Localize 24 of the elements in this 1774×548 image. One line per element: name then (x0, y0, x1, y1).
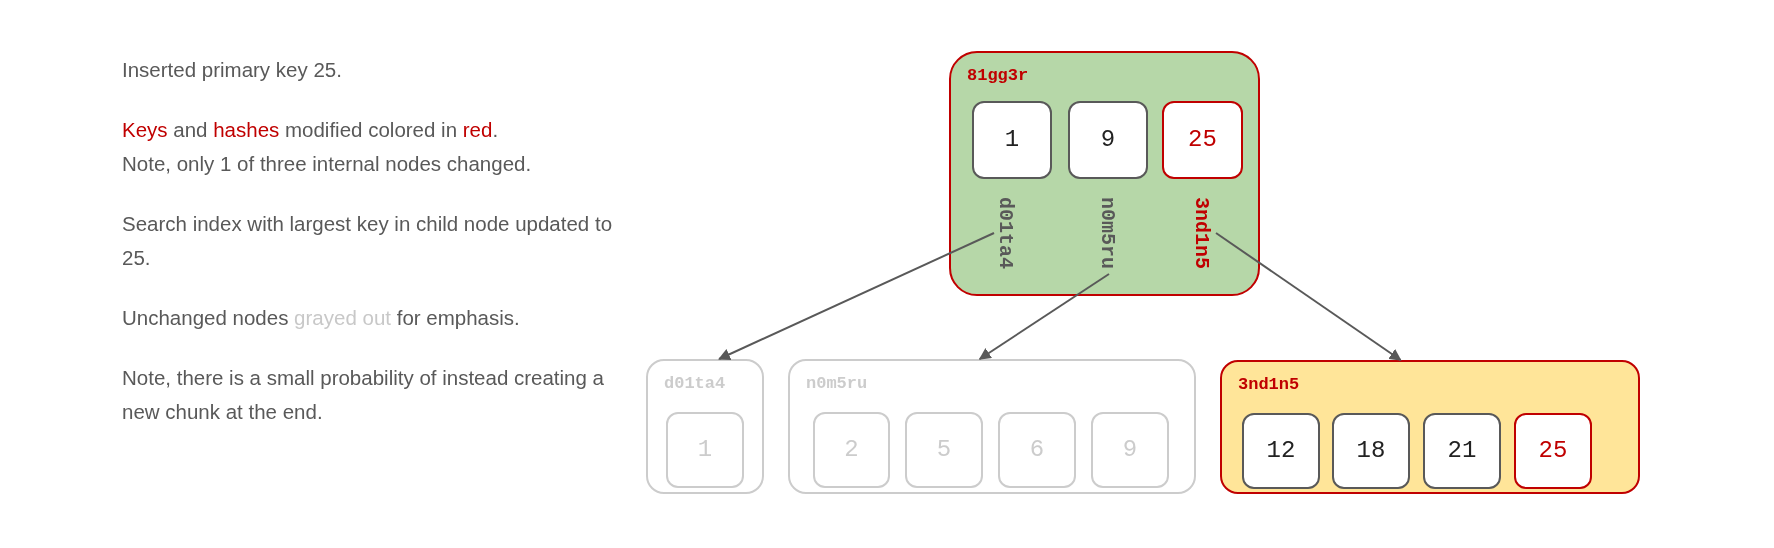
internal-node (949, 51, 1260, 296)
key-box: 25 (1162, 101, 1243, 179)
key-box: 25 (1514, 413, 1592, 489)
key-box: 12 (1242, 413, 1320, 489)
arrow (718, 232, 995, 360)
leaf-node (1220, 360, 1640, 494)
note-text: Keys and hashes modified colored in red. (122, 117, 500, 143)
node-title: 3nd1n5 (1238, 374, 1300, 396)
node-title: 81gg3r (967, 65, 1029, 87)
leaf-node (788, 359, 1196, 494)
arrow (978, 273, 1110, 360)
hash-label: d01ta4 (994, 192, 1020, 274)
arrow (1215, 232, 1402, 361)
key-box: 21 (1423, 413, 1501, 489)
hash-label: n0m5ru (1096, 192, 1122, 274)
key-box: 18 (1332, 413, 1410, 489)
note-text: Inserted primary key 25. (122, 57, 343, 83)
key-box: 1 (972, 101, 1052, 179)
note-text: Note, there is a small probability of instead creating a new chunk at the end. (122, 365, 605, 425)
key-box: 9 (1068, 101, 1148, 179)
leaf-node (646, 359, 764, 494)
note-text: Note, only 1 of three internal nodes changed. (122, 151, 533, 177)
hash-label: 3nd1n5 (1190, 192, 1216, 274)
note-text: Search index with largest key in child node updated to 25. (122, 211, 614, 271)
